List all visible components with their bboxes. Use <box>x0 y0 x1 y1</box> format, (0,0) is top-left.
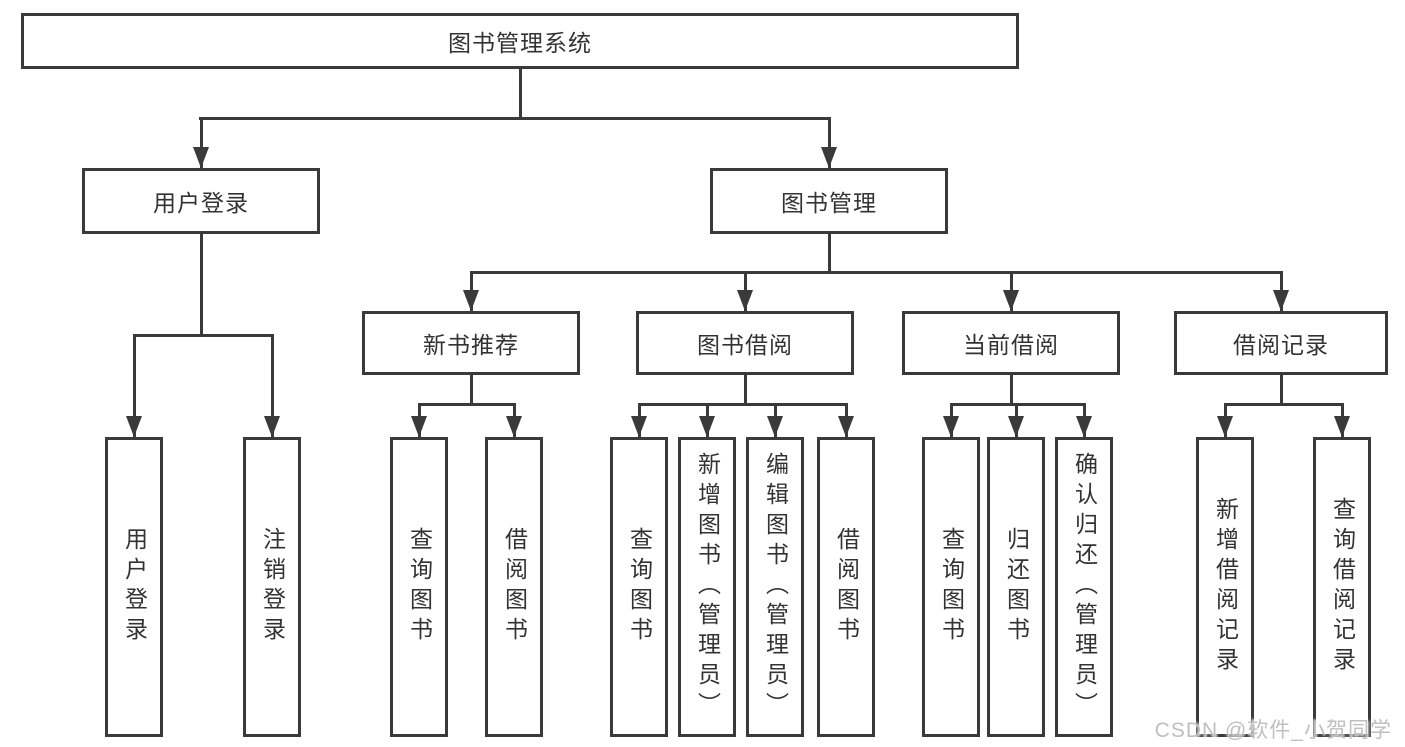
node-book-borrow: 图书借阅 <box>636 311 854 375</box>
connector-book-borrow-bar <box>637 403 848 406</box>
connector-current-borrow-bar <box>949 403 1086 406</box>
arrow-to-current-borrow <box>1003 271 1019 311</box>
leaf-return-book: 归还图书 <box>987 437 1045 737</box>
arrow-book-borrow-leaf-3 <box>767 403 783 437</box>
leaf-add-borrow-record: 新增借阅记录 <box>1196 437 1254 737</box>
arrow-to-leaf-user-login <box>126 334 142 437</box>
arrow-to-user-login <box>193 117 209 168</box>
leaf-confirm-return-admin: 确认归还（管理员） <box>1055 437 1113 737</box>
node-current-borrow: 当前借阅 <box>902 311 1120 375</box>
arrow-borrow-records-leaf-2 <box>1334 403 1350 437</box>
connector-level3-bar <box>469 271 1283 274</box>
leaf-query-book-borrow: 查询图书 <box>610 437 668 737</box>
node-borrow-records: 借阅记录 <box>1174 311 1388 375</box>
connector-user-login-stem <box>199 234 203 335</box>
connector-borrow-records-stem <box>1279 375 1283 404</box>
arrow-to-leaf-logout <box>264 334 280 437</box>
leaf-query-book-new: 查询图书 <box>390 437 448 737</box>
leaf-logout: 注销登录 <box>243 437 301 737</box>
arrow-current-borrow-leaf-3 <box>1076 403 1092 437</box>
arrow-to-book-management <box>821 117 837 168</box>
arrow-to-borrow-records <box>1273 271 1289 311</box>
connector-borrow-records-bar <box>1223 403 1344 406</box>
arrow-new-books-leaf-2 <box>506 403 522 437</box>
leaf-edit-book-admin: 编辑图书（管理员） <box>746 437 804 737</box>
connector-user-login-bar <box>132 334 274 337</box>
arrow-current-borrow-leaf-1 <box>943 403 959 437</box>
connector-book-borrow-stem <box>743 375 747 404</box>
arrow-book-borrow-leaf-2 <box>699 403 715 437</box>
node-user-login: 用户登录 <box>82 168 320 234</box>
arrow-book-borrow-leaf-1 <box>631 403 647 437</box>
connector-current-borrow-stem <box>1009 375 1013 404</box>
node-root: 图书管理系统 <box>21 13 1019 69</box>
connector-new-books-stem <box>469 375 473 404</box>
arrow-book-borrow-leaf-4 <box>838 403 854 437</box>
arrow-new-books-leaf-1 <box>411 403 427 437</box>
arrow-current-borrow-leaf-2 <box>1008 403 1024 437</box>
node-new-book-recommend: 新书推荐 <box>362 311 580 375</box>
arrow-to-book-borrow <box>737 271 753 311</box>
connector-book-mgmt-stem <box>827 234 831 272</box>
leaf-borrow-book: 借阅图书 <box>817 437 875 737</box>
leaf-query-book-current: 查询图书 <box>922 437 980 737</box>
leaf-query-borrow-record: 查询借阅记录 <box>1313 437 1371 737</box>
leaf-borrow-book-new: 借阅图书 <box>485 437 543 737</box>
csdn-watermark: CSDN @软件_小贺同学 <box>1154 719 1392 742</box>
arrow-to-new-book-recommend <box>463 271 479 311</box>
arrow-borrow-records-leaf-1 <box>1217 403 1233 437</box>
node-book-management: 图书管理 <box>710 168 948 234</box>
leaf-user-login: 用户登录 <box>105 437 163 737</box>
connector-new-books-bar <box>417 403 516 406</box>
connector-level2-bar <box>199 117 831 120</box>
connector-root-stem <box>519 68 522 119</box>
leaf-add-book-admin: 新增图书（管理员） <box>678 437 736 737</box>
